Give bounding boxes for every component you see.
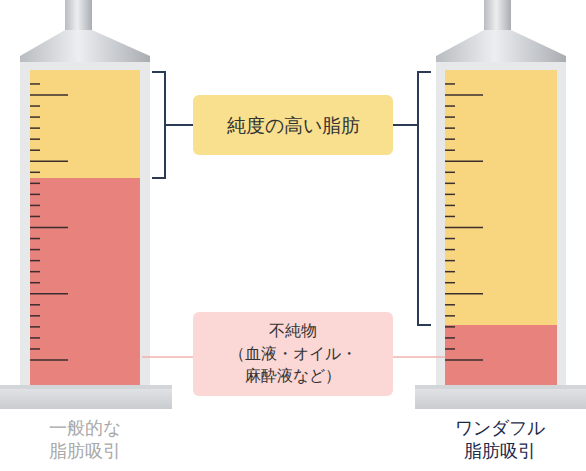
major-tick — [445, 94, 483, 96]
minor-tick — [445, 127, 455, 129]
minor-tick — [445, 194, 455, 196]
brackets — [152, 72, 431, 325]
major-tick — [445, 227, 483, 229]
major-tick — [445, 293, 483, 295]
major-tick — [30, 359, 68, 361]
major-tick — [30, 94, 68, 96]
minor-tick — [445, 105, 455, 107]
major-tick — [30, 161, 68, 163]
box-text: 純度の高い脂肪 — [227, 112, 360, 139]
minor-tick — [30, 116, 40, 118]
method-label: ワンダフル 脂肪吸引 — [446, 416, 554, 463]
minor-tick — [445, 304, 455, 306]
minor-tick — [445, 326, 455, 328]
minor-tick — [30, 194, 40, 196]
minor-tick — [30, 149, 40, 151]
major-tick — [30, 293, 68, 295]
right-leader — [393, 124, 418, 126]
minor-tick — [445, 282, 455, 284]
minor-tick — [30, 183, 40, 185]
minor-tick — [30, 216, 40, 218]
box-text: 不純物 — [269, 320, 317, 342]
right-bracket — [418, 72, 431, 325]
minor-tick — [30, 205, 40, 207]
method-label: 一般的な 脂肪吸引 — [31, 416, 139, 463]
minor-tick — [445, 172, 455, 174]
minor-tick — [30, 271, 40, 273]
left-impurity-leader — [142, 356, 193, 358]
minor-tick — [30, 105, 40, 107]
box-text: （血液・オイル・ 麻酔液など） — [203, 343, 383, 388]
minor-tick — [445, 249, 455, 251]
minor-tick — [445, 315, 455, 317]
minor-tick — [445, 149, 455, 151]
fat-label-box: 純度の高い脂肪 — [193, 95, 393, 155]
left-syringe — [0, 0, 172, 409]
minor-tick — [30, 238, 40, 240]
minor-tick — [445, 271, 455, 273]
minor-tick — [445, 116, 455, 118]
minor-tick — [445, 183, 455, 185]
minor-tick — [445, 83, 455, 85]
impurity-label-box: 不純物（血液・オイル・ 麻酔液など） — [193, 312, 393, 396]
minor-tick — [445, 238, 455, 240]
minor-tick — [30, 326, 40, 328]
major-tick — [445, 359, 483, 361]
major-tick — [30, 227, 68, 229]
minor-tick — [30, 138, 40, 140]
minor-tick — [30, 337, 40, 339]
major-tick — [445, 161, 483, 163]
minor-tick — [30, 83, 40, 85]
minor-tick — [30, 260, 40, 262]
minor-tick — [30, 172, 40, 174]
minor-tick — [445, 348, 455, 350]
minor-tick — [445, 205, 455, 207]
minor-tick — [30, 315, 40, 317]
minor-tick — [445, 260, 455, 262]
right-syringe — [415, 0, 586, 409]
minor-tick — [30, 348, 40, 350]
right-impurity-leader — [393, 356, 445, 358]
left-bracket — [152, 72, 165, 178]
minor-tick — [445, 337, 455, 339]
minor-tick — [445, 138, 455, 140]
minor-tick — [30, 282, 40, 284]
minor-tick — [445, 216, 455, 218]
left-leader — [165, 124, 193, 126]
minor-tick — [30, 304, 40, 306]
minor-tick — [30, 249, 40, 251]
minor-tick — [30, 127, 40, 129]
